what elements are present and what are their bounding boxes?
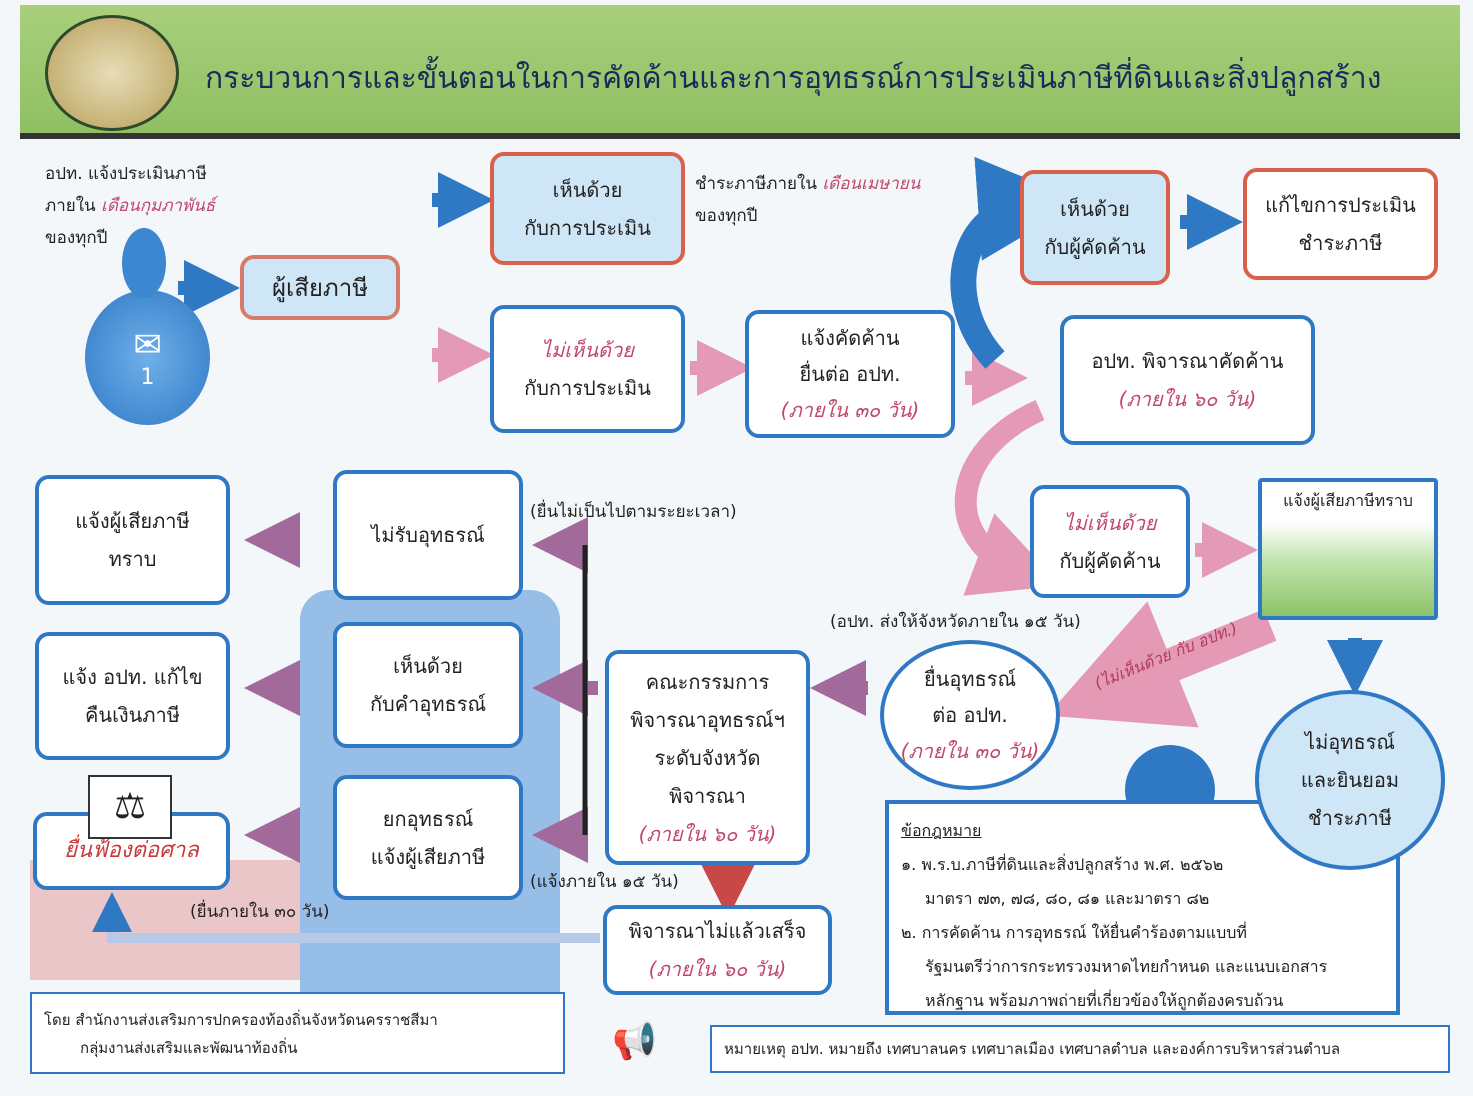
notify-lao-refund-box: แจ้ง อปท. แก้ไขคืนเงินภาษี xyxy=(35,632,230,760)
no-appeal-circle: ไม่อุทธรณ์และยินยอมชำระภาษี xyxy=(1255,690,1445,870)
taxpayer-box: ผู้เสียภาษี xyxy=(240,255,400,320)
fix-assessment-box: แก้ไขการประเมินชำระภาษี xyxy=(1243,168,1438,280)
file-appeal-circle: ยื่นอุทธรณ์ต่อ อปท.(ภายใน ๓๐ วัน) xyxy=(880,640,1060,790)
dismiss-appeal-box: ยกอุทธรณ์แจ้งผู้เสียภาษี xyxy=(333,775,523,900)
arrow xyxy=(954,399,1062,596)
page-title: กระบวนการและขั้นตอนในการคัดค้านและการอุท… xyxy=(205,61,1382,96)
legal-item: หลักฐาน พร้อมภาพถ่ายที่เกี่ยวข้องให้ถูกต… xyxy=(925,991,1284,1010)
footer-credit: โดย สำนักงานส่งเสริมการปกครองท้องถิ่นจัง… xyxy=(30,992,565,1074)
step-number: 1 xyxy=(140,365,155,390)
file-objection-box: แจ้งคัดค้านยื่นต่อ อปท.(ภายใน ๓๐ วัน) xyxy=(745,310,955,438)
late-filing-note: (ยื่นไม่เป็นไปตามระยะเวลา) xyxy=(530,502,737,522)
arrow xyxy=(1047,601,1277,728)
megaphone-icon: 📢 xyxy=(612,1021,657,1062)
agree-appeal-box: เห็นด้วยกับคำอุทธรณ์ xyxy=(333,622,523,748)
not-finished-box: พิจารณาไม่แล้วเสร็จ(ภายใน ๖๐ วัน) xyxy=(603,905,832,995)
agree-assessment-box: เห็นด้วยกับการประเมิน xyxy=(490,152,685,265)
legal-item: ๒. การคัดค้าน การอุทธรณ์ ให้ยื่นคำร้องตา… xyxy=(901,923,1247,942)
footer-note: หมายเหตุ อปท. หมายถึง เทศบาลนคร เทศบาลเม… xyxy=(710,1025,1450,1073)
department-logo xyxy=(45,15,179,131)
legal-item: มาตรา ๗๓, ๗๘, ๘๐, ๘๑ และมาตรา ๘๒ xyxy=(925,889,1210,908)
arrow xyxy=(950,156,1082,369)
notify-taxpayer-box: แจ้งผู้เสียภาษีทราบ xyxy=(35,475,230,605)
header-banner xyxy=(20,5,1460,139)
lao-consider-box: อปท. พิจารณาคัดค้าน(ภายใน ๖๐ วัน) xyxy=(1060,315,1315,445)
scales-icon: ⚖ xyxy=(88,775,172,839)
agree-objector-box: เห็นด้วยกับผู้คัดค้าน xyxy=(1020,170,1170,285)
envelope-icon: ✉ xyxy=(133,325,162,365)
committee-box: คณะกรรมการพิจารณาอุทธรณ์ฯระดับจังหวัดพิจ… xyxy=(605,650,810,865)
notify-15-note: (แจ้งภายใน ๑๕ วัน) xyxy=(530,872,679,892)
legal-item: ๑. พ.ร.บ.ภาษีที่ดินและสิ่งปลูกสร้าง พ.ศ.… xyxy=(901,855,1224,874)
disagree-objector-box: ไม่เห็นด้วยกับผู้คัดค้าน xyxy=(1030,485,1190,598)
notice-step-icon: ✉ 1 xyxy=(85,290,210,425)
send-province-note: (อปท. ส่งให้จังหวัดภายใน ๑๕ วัน) xyxy=(830,612,1081,632)
arrow xyxy=(92,892,600,943)
intro-text: อปท. แจ้งประเมินภาษี ภายใน เดือนกุมภาพัน… xyxy=(45,164,216,248)
court-30-note: (ยื่นภายใน ๓๐ วัน) xyxy=(190,902,330,922)
drop-decor xyxy=(122,228,166,298)
legal-title: ข้อกฎหมาย xyxy=(901,821,982,840)
pay-note: ชำระภาษีภายใน เดือนเมษายน ของทุกปี xyxy=(695,174,921,226)
reject-appeal-box: ไม่รับอุทธรณ์ xyxy=(333,470,523,600)
notify-taxpayer-image-box: แจ้งผู้เสียภาษีทราบ xyxy=(1258,478,1438,620)
legal-item: รัฐมนตรีว่าการกระทรวงมหาดไทยกำหนด และแนบ… xyxy=(925,957,1328,976)
disagree-assessment-box: ไม่เห็นด้วยกับการประเมิน xyxy=(490,305,685,433)
